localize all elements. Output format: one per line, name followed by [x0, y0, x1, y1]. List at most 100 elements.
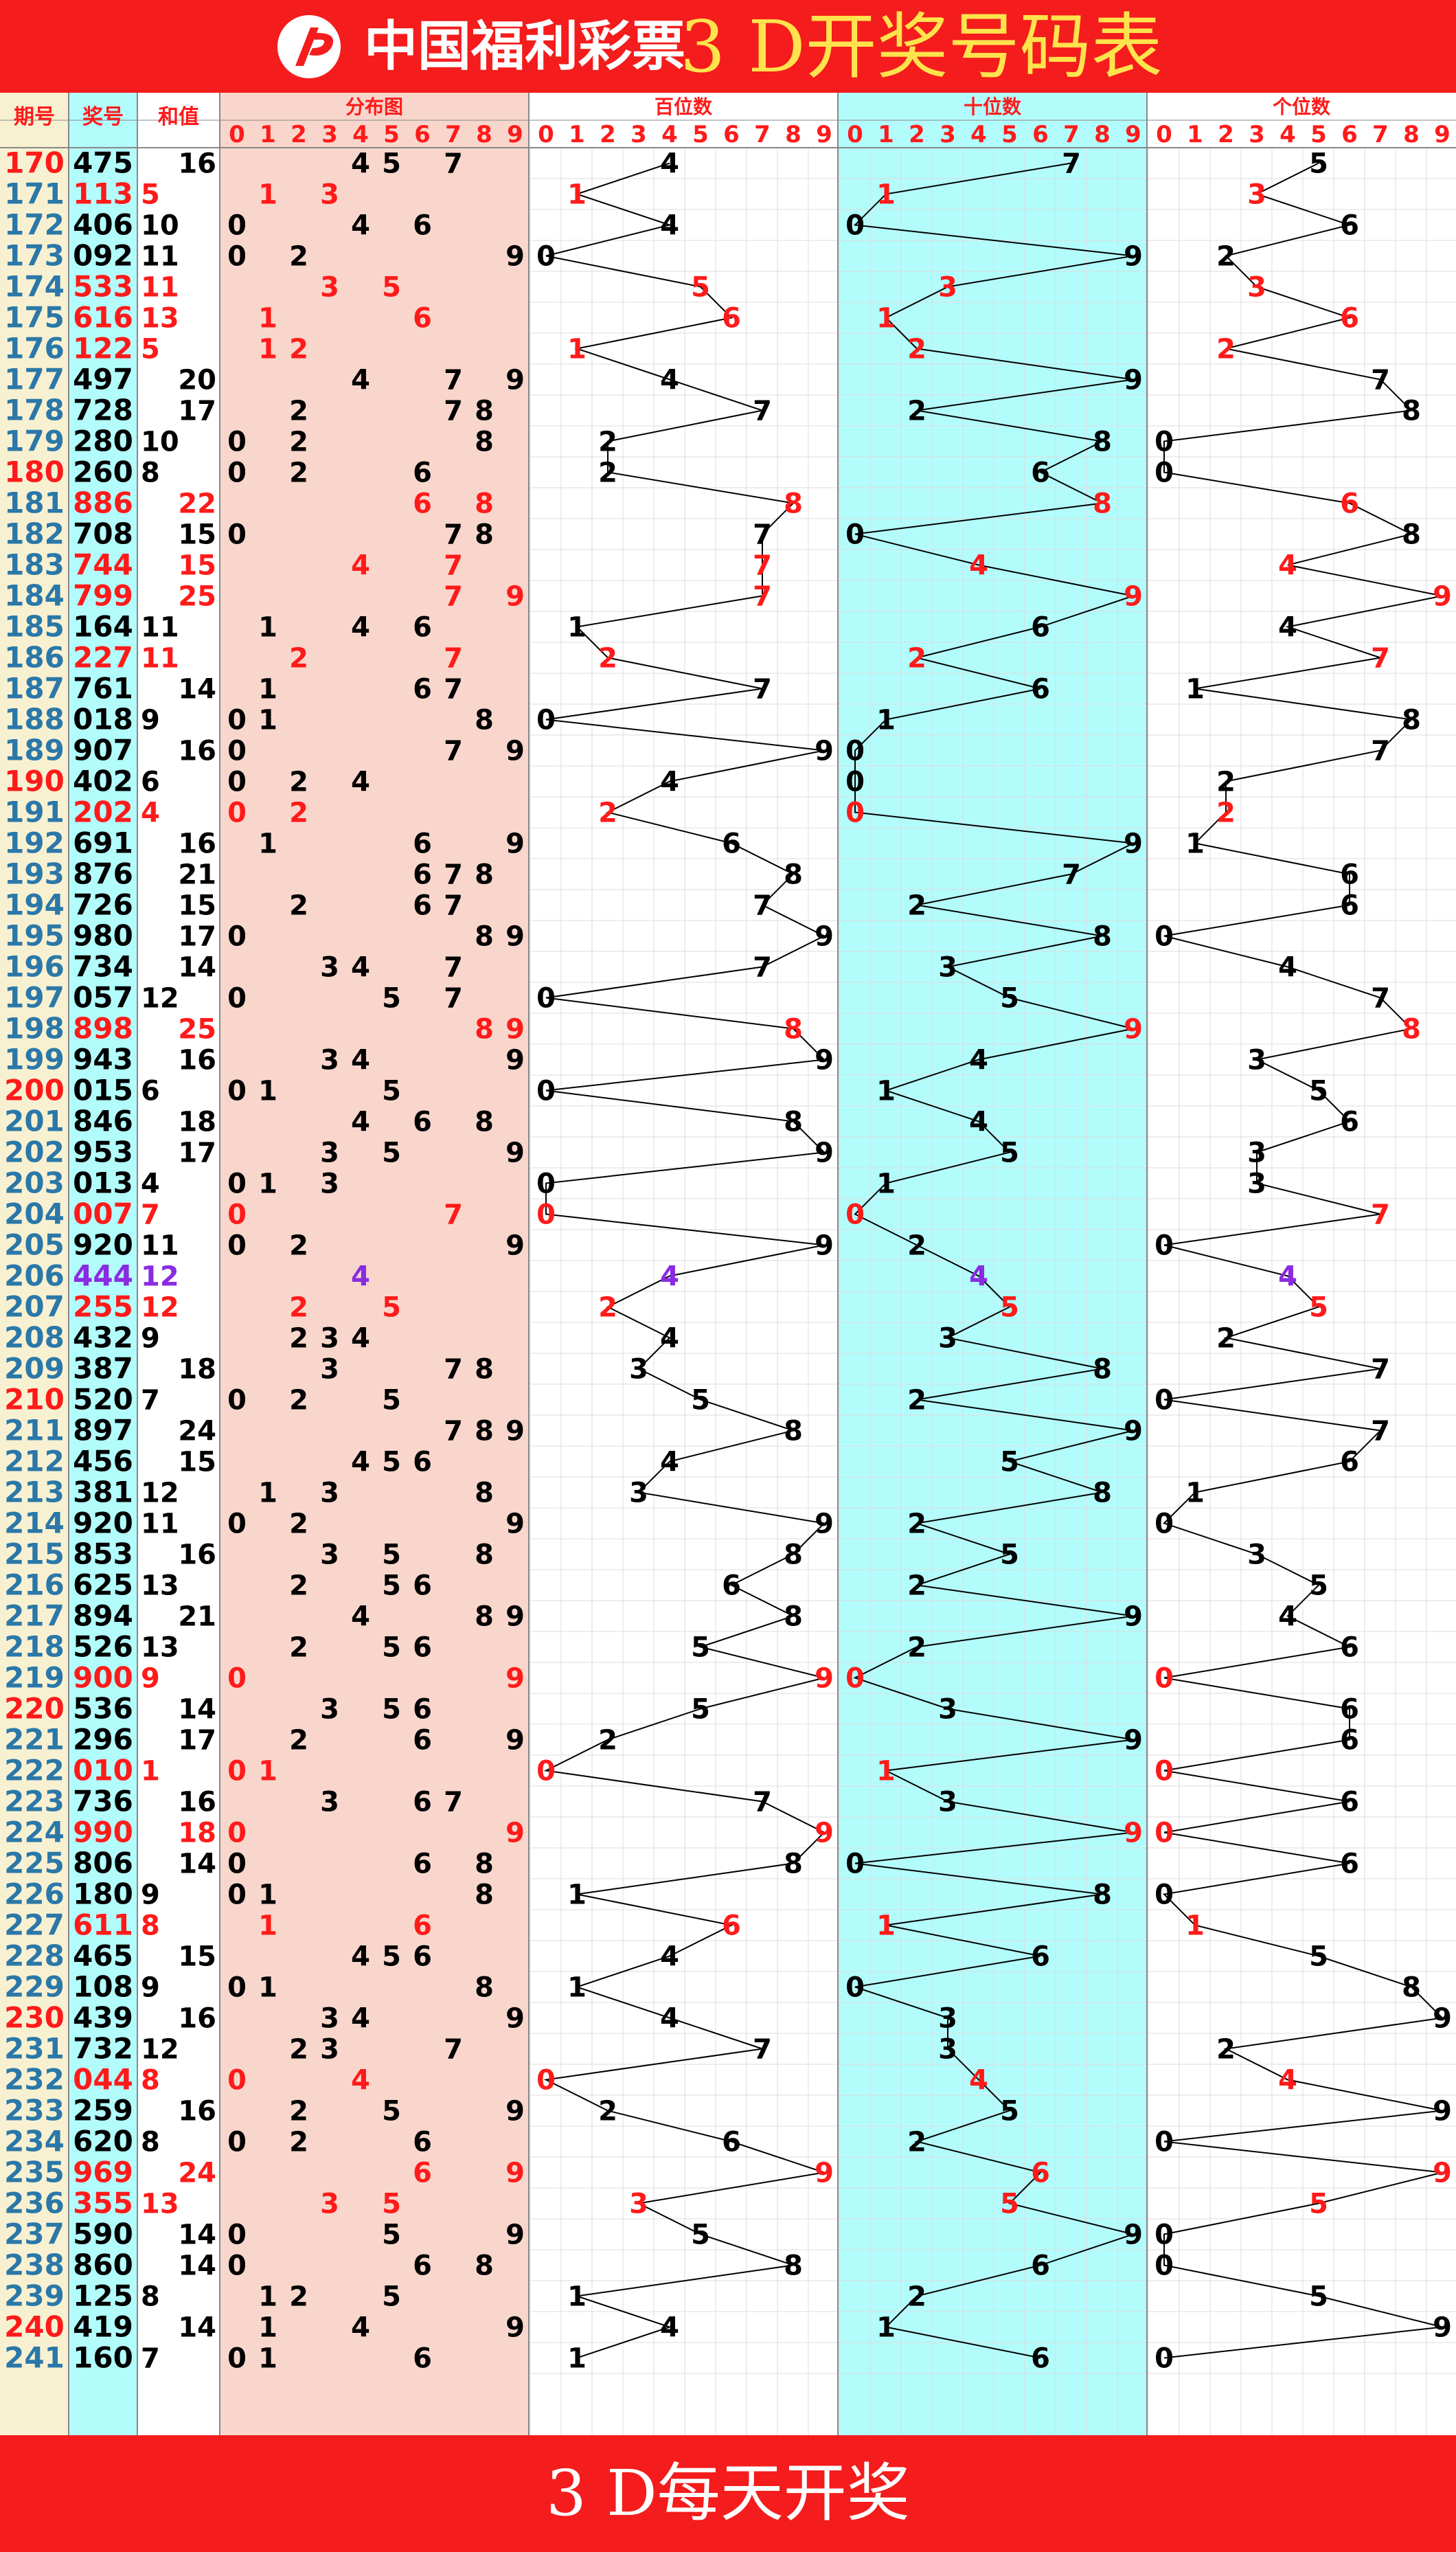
- distribution-digit: 0: [227, 2220, 247, 2251]
- ones-digit-mark: 6: [1340, 1725, 1359, 1757]
- draw-number: 611: [73, 1908, 133, 1942]
- distribution-digit: 4: [351, 2003, 370, 2035]
- ones-digit-mark: 4: [1278, 2065, 1297, 2097]
- draw-number: 846: [73, 1105, 133, 1138]
- period-number: 171: [4, 177, 65, 211]
- draw-number: 280: [73, 425, 133, 458]
- distribution-digit: 7: [444, 643, 463, 675]
- distribution-digit: 5: [382, 148, 401, 180]
- distribution-digit: 9: [505, 241, 525, 273]
- distribution-digit: 2: [289, 1292, 308, 1324]
- draw-number: 013: [73, 1166, 133, 1200]
- ones-digit-mark: 7: [1371, 1199, 1390, 1231]
- draw-number: 691: [73, 826, 133, 860]
- sum-value: 13: [141, 1570, 179, 1602]
- distribution-digit: 8: [475, 1972, 494, 2004]
- sum-value: 24: [178, 2158, 216, 2189]
- draw-number: 980: [73, 919, 133, 953]
- sum-value: 11: [141, 1509, 179, 1540]
- distribution-digit: 0: [227, 1385, 247, 1416]
- ones-digit-mark: 0: [1154, 1879, 1174, 1911]
- ones-digit-mark: 0: [1154, 1818, 1174, 1849]
- tens-digit-mark: 1: [876, 1756, 896, 1787]
- distribution-digit: 0: [227, 2065, 247, 2097]
- digit-header-9: 9: [816, 121, 832, 148]
- distribution-digit: 1: [258, 179, 277, 211]
- column-header: 奖号: [82, 105, 124, 129]
- draw-number: 806: [73, 1847, 133, 1880]
- period-number: 197: [4, 981, 65, 1015]
- hund-digit-mark: 8: [784, 488, 803, 520]
- draw-number: 057: [73, 981, 133, 1015]
- hund-digit-mark: 0: [536, 705, 556, 736]
- digit-header-6: 6: [1341, 121, 1358, 148]
- distribution-digit: 0: [227, 1849, 247, 1880]
- tens-digit-mark: 9: [1124, 1725, 1143, 1757]
- distribution-digit: 6: [413, 1447, 432, 1478]
- hund-digit-mark: 5: [691, 1632, 710, 1664]
- distribution-digit: 3: [320, 952, 339, 984]
- distribution-digit: 4: [351, 1261, 370, 1293]
- ones-digit-mark: 7: [1371, 736, 1390, 767]
- sum-value: 16: [178, 148, 216, 180]
- period-number: 204: [4, 1197, 65, 1231]
- tens-digit-mark: 4: [969, 1261, 988, 1293]
- distribution-digit: 4: [351, 1107, 370, 1138]
- tens-digit-mark: 2: [907, 1570, 926, 1602]
- period-number: 203: [4, 1166, 65, 1200]
- tens-digit-mark: 5: [1000, 983, 1019, 1015]
- hund-digit-mark: 7: [753, 396, 772, 427]
- hund-digit-mark: 9: [815, 1230, 834, 1262]
- draw-number: 402: [73, 765, 133, 798]
- period-number: 189: [4, 734, 65, 767]
- draw-number: 886: [73, 486, 133, 520]
- ones-digit-mark: 2: [1216, 767, 1236, 798]
- hund-digit-mark: 8: [784, 1014, 803, 1046]
- period-number: 183: [4, 548, 65, 582]
- tens-digit-mark: 2: [907, 1230, 926, 1262]
- sum-value: 17: [178, 921, 216, 953]
- distribution-digit: 2: [289, 427, 308, 458]
- distribution-digit: 4: [351, 1941, 370, 1973]
- tens-digit-mark: 0: [845, 736, 865, 767]
- sum-value: 14: [178, 2250, 216, 2282]
- draw-number: 744: [73, 548, 133, 582]
- distribution-digit: 9: [505, 1818, 525, 1849]
- header-banner: 中国福利彩票 3 D开奖号码表: [0, 0, 1456, 93]
- ones-digit-mark: 3: [1247, 179, 1266, 211]
- hund-digit-mark: 0: [536, 241, 556, 273]
- tens-digit-mark: 2: [907, 1632, 926, 1664]
- sum-value: 7: [141, 2343, 160, 2375]
- tens-digit-mark: 3: [938, 2034, 957, 2066]
- sum-value: 12: [141, 1478, 179, 1509]
- digit-header-3: 3: [630, 121, 647, 148]
- ones-digit-mark: 5: [1309, 1570, 1328, 1602]
- draw-number: 860: [73, 2248, 133, 2282]
- draw-number: 255: [73, 1290, 133, 1324]
- distribution-digit: 0: [227, 1509, 247, 1540]
- ones-digit-mark: 6: [1340, 1632, 1359, 1664]
- tens-digit-mark: 3: [938, 1323, 957, 1355]
- hund-digit-mark: 7: [753, 2034, 772, 2066]
- dist-column-bg: [220, 93, 529, 2435]
- ones-digit-mark: 8: [1402, 519, 1421, 551]
- sum-value: 14: [178, 1849, 216, 1880]
- ones-digit-mark: 3: [1247, 1045, 1266, 1076]
- tens-digit-mark: 9: [1124, 2220, 1143, 2251]
- distribution-digit: 4: [351, 365, 370, 396]
- ones-digit-mark: 1: [1185, 674, 1205, 705]
- sum-value: 1: [141, 1756, 160, 1787]
- distribution-digit: 0: [227, 767, 247, 798]
- sum-value: 14: [178, 674, 216, 705]
- distribution-digit: 3: [320, 2189, 339, 2220]
- tens-digit-mark: 0: [845, 798, 865, 829]
- digit-header-7: 7: [1063, 121, 1080, 148]
- digit-header-5: 5: [383, 121, 400, 148]
- distribution-digit: 6: [413, 303, 432, 335]
- hund-digit-mark: 9: [815, 2158, 834, 2189]
- draw-number: 387: [73, 1352, 133, 1386]
- distribution-digit: 0: [227, 1972, 247, 2004]
- digit-header-9: 9: [1125, 121, 1141, 148]
- distribution-digit: 8: [475, 1354, 494, 1386]
